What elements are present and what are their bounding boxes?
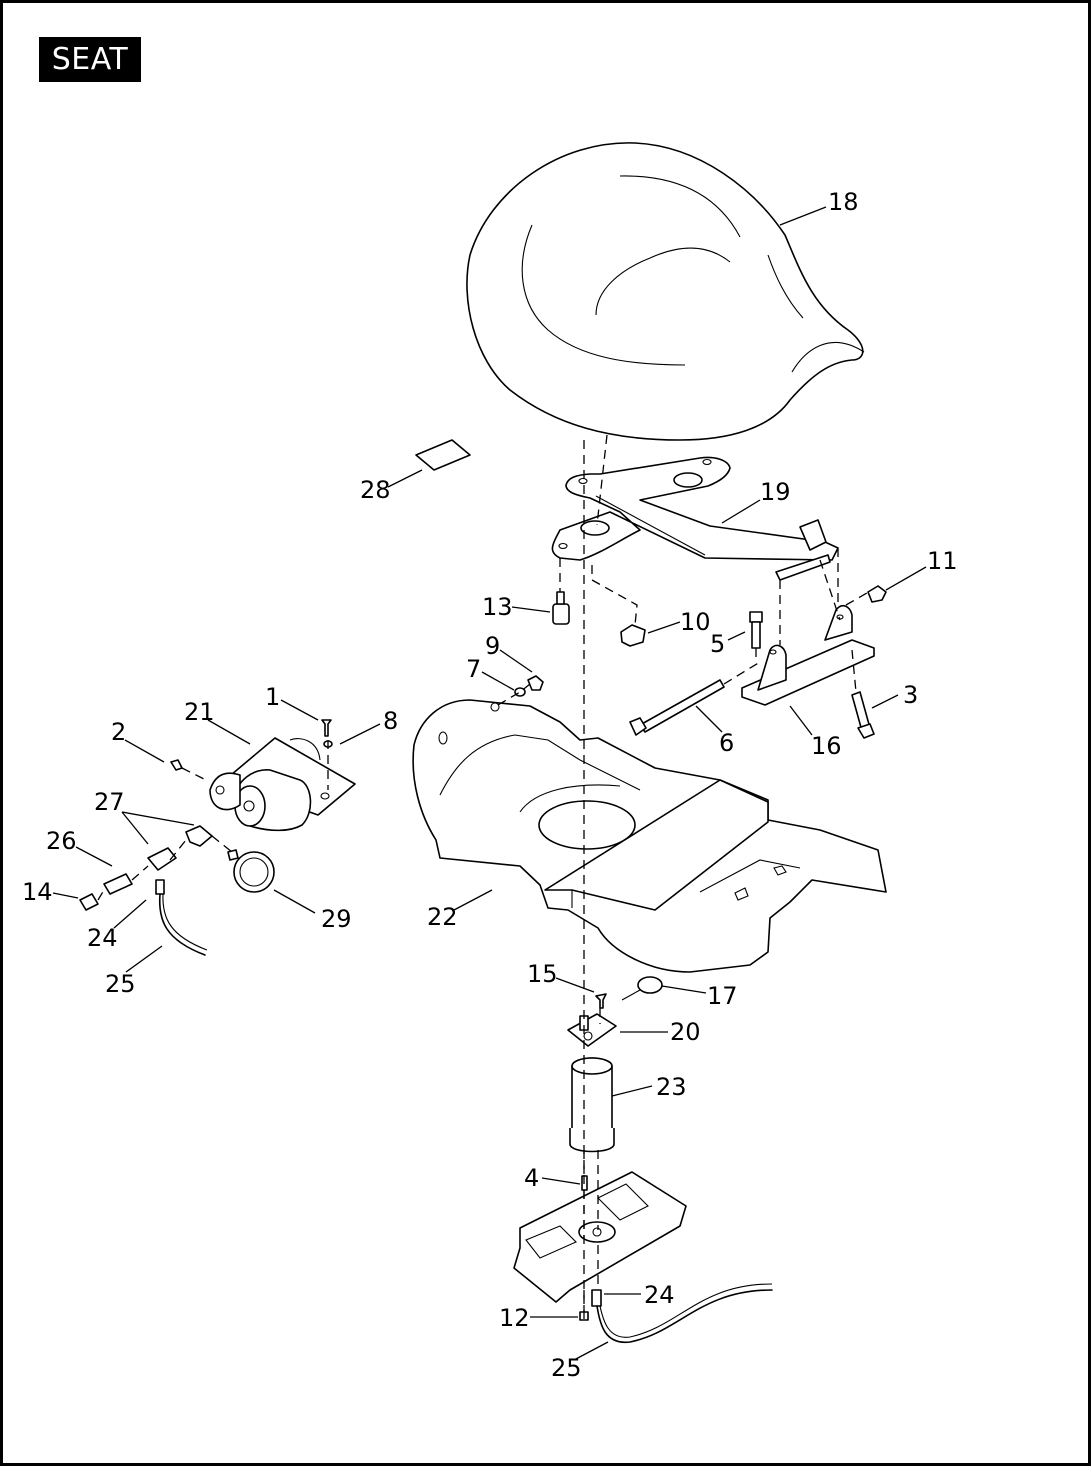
- callout-10: 10: [680, 608, 711, 636]
- callout-28: 28: [360, 476, 391, 504]
- callout-17: 17: [707, 982, 738, 1010]
- callout-16: 16: [811, 732, 842, 760]
- callout-11: 11: [927, 547, 958, 575]
- callout-24-lower: 24: [644, 1281, 675, 1309]
- base-plate: [513, 1171, 687, 1303]
- adhesive-pad: [415, 439, 471, 471]
- callout-14: 14: [22, 878, 53, 906]
- callout-15: 15: [527, 960, 558, 988]
- callout-8: 8: [383, 707, 398, 735]
- callout-25-left: 25: [105, 970, 136, 998]
- hardware-parts: [514, 585, 887, 739]
- page-title: SEAT: [39, 37, 141, 82]
- callout-13: 13: [482, 593, 513, 621]
- callout-23: 23: [656, 1073, 687, 1101]
- seat-frame-pan: [412, 699, 887, 973]
- callout-22: 22: [427, 903, 458, 931]
- callout-27: 27: [94, 788, 125, 816]
- leader-lines: [52, 206, 927, 1361]
- callout-20: 20: [670, 1018, 701, 1046]
- callout-3: 3: [903, 681, 918, 709]
- callout-2: 2: [111, 718, 126, 746]
- callout-6: 6: [719, 729, 734, 757]
- callout-5: 5: [710, 630, 725, 658]
- callout-19: 19: [760, 478, 791, 506]
- callout-4: 4: [524, 1164, 539, 1192]
- seat-cushion: [466, 142, 865, 441]
- air-cylinder: [569, 1057, 615, 1153]
- hinge-bracket: [741, 604, 875, 706]
- lower-air-fitting: [591, 1283, 773, 1343]
- callout-1: 1: [265, 683, 280, 711]
- callout-9: 9: [485, 632, 500, 660]
- seat-bracket: [551, 456, 839, 581]
- callout-25-lower: 25: [551, 1354, 582, 1382]
- callout-26: 26: [46, 827, 77, 855]
- callout-7: 7: [466, 655, 481, 683]
- callout-24-left: 24: [87, 924, 118, 952]
- valve-gauge-assembly: [79, 825, 275, 956]
- release-pin-assembly: [567, 976, 663, 1047]
- callout-21: 21: [184, 698, 215, 726]
- callout-12: 12: [499, 1304, 530, 1332]
- callout-18: 18: [828, 188, 859, 216]
- assembly-lines: [97, 434, 873, 1320]
- callout-labels: 18 28 19 11 13 10 5 9 7 3 1 21 8 2 6 16 …: [22, 188, 958, 1382]
- seat-mount-assembly: [170, 719, 356, 832]
- callout-29: 29: [321, 905, 352, 933]
